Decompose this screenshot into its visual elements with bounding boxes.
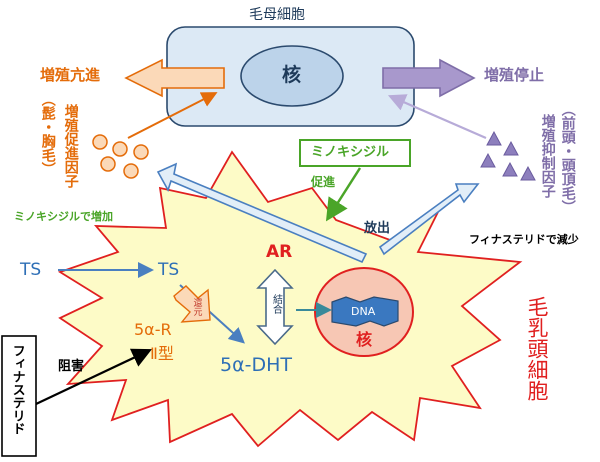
binding-double-arrow (256, 268, 294, 346)
dna-label: DNA (351, 305, 376, 318)
finasteride-inhibit-arrow (35, 348, 152, 405)
matrix-nucleus-label: 核 (282, 64, 302, 86)
minoxidil-increase-note: ミノキシジルで増加 (14, 210, 113, 223)
reduction-label: 還元 (191, 298, 202, 316)
growth-promotion-label: 増殖亢進 (40, 66, 101, 84)
minoxidil-box (299, 139, 411, 167)
inhibiting-factor-sub: （前頭・頭頂毛） (559, 102, 576, 214)
release-arrow-right (378, 183, 480, 256)
finasteride-box (1, 335, 37, 457)
ts-inside-label: TS (158, 260, 180, 280)
inhibiting-factor-title: 増殖抑制因子 (539, 114, 556, 198)
growth-stop-arrow (382, 58, 476, 98)
dna-banner (331, 296, 399, 327)
promoting-factor-sub: （髭・胸毛） (39, 92, 56, 176)
ar-label: AR (266, 242, 293, 262)
dermal-papilla-label: 毛乳頭細胞 (525, 296, 550, 401)
hair-matrix-cell-label: 毛母細胞 (249, 7, 305, 23)
minoxidil-promote-label: 促進 (311, 175, 336, 189)
inhibit-label: 阻害 (58, 359, 85, 374)
minoxidil-label: ミノキシジル (311, 145, 390, 160)
binding-label: 結合 (270, 294, 282, 314)
dermal-papilla-cell-shape (57, 150, 523, 448)
promoting-factor-title: 増殖促進因子 (62, 104, 79, 188)
inhibiting-factor-triangles (480, 130, 536, 181)
reduction-arrow (173, 285, 211, 323)
growth-stop-label: 増殖停止 (484, 66, 545, 84)
matrix-nucleus-ellipse (240, 45, 344, 107)
papilla-nucleus-label: 核 (356, 330, 373, 349)
ts-outside-label: TS (20, 260, 42, 280)
inhibiting-factor-arrow (387, 94, 487, 140)
dht-label: 5α-DHT (220, 354, 292, 376)
minoxidil-arrow (325, 167, 362, 222)
enzyme-line2: Ⅱ型 (150, 344, 174, 363)
release-label: 放出 (364, 221, 391, 236)
finasteride-label: フィナステリド (9, 344, 25, 435)
promoting-factor-arrow (127, 92, 218, 139)
promoting-factor-circles (92, 134, 149, 179)
enzyme-line1: 5α-R (134, 320, 172, 339)
release-arrow-left (156, 162, 368, 264)
finasteride-decrease-note: フィナステリドで減少 (469, 233, 579, 246)
growth-promotion-arrow (124, 58, 225, 98)
